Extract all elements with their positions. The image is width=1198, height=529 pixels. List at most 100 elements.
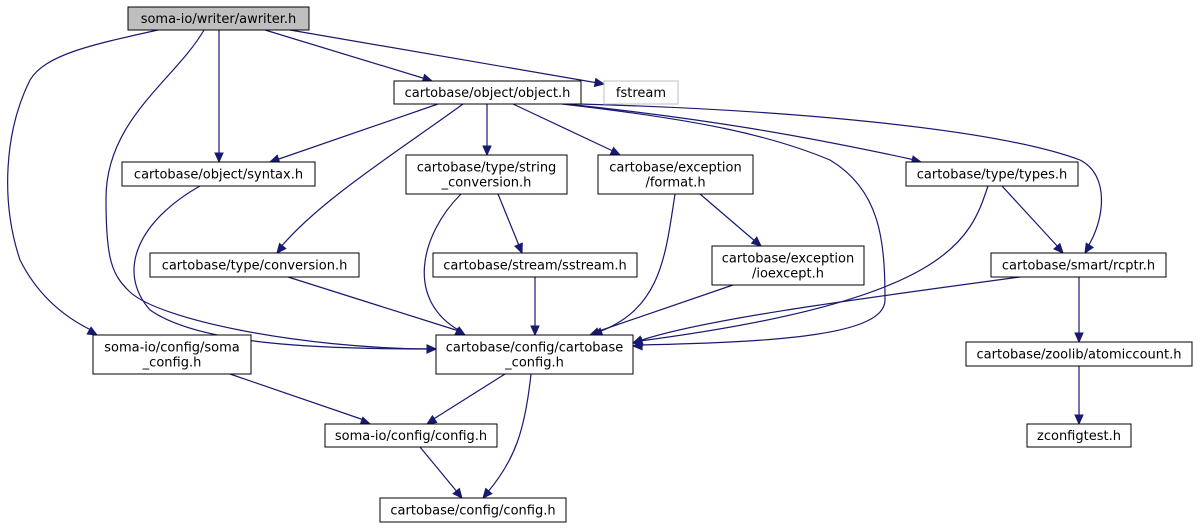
arrowhead [750,236,762,247]
edge-object-to-conversion [276,103,464,254]
graph-edges [7,29,1103,499]
node-box [432,252,638,278]
node-somaio-config[interactable]: soma-io/config/config.h [324,423,498,448]
node-box [965,341,1193,367]
node-syntax[interactable]: cartobase/object/syntax.h [121,161,316,187]
node-label: _conversion.h [441,176,532,191]
edge-line [105,29,431,350]
edge-rcptr-to-cb_config [631,276,1021,345]
edge-line [1001,185,1060,249]
edge-line [512,103,616,153]
edge-line [229,373,365,421]
node-box [379,497,567,523]
node-label: cartobase/smart/rcptr.h [1002,259,1155,274]
node-label: cartobase/config/config.h [390,504,555,519]
edge-string_conv-to-sstream [497,193,523,255]
node-box [393,80,582,105]
edge-line [264,29,427,80]
node-box [92,334,252,375]
node-awriter[interactable]: soma-io/writer/awriter.h [127,6,310,31]
node-label: cartobase/exception [609,161,741,176]
node-format[interactable]: cartobase/exception/format.h [597,154,754,195]
node-zconfigtest[interactable]: zconfigtest.h [1026,423,1132,448]
node-label: _config.h [504,356,564,371]
arrowhead [425,414,438,425]
node-label: cartobase/object/syntax.h [134,168,303,183]
node-label: /ioexcept.h [752,267,824,282]
node-atomiccount[interactable]: cartobase/zoolib/atomiccount.h [965,341,1193,367]
node-label: fstream [616,86,666,101]
node-sstream[interactable]: cartobase/stream/sstream.h [432,252,638,278]
arrowhead [276,242,287,254]
edge-line [497,193,521,249]
node-ioexcept[interactable]: cartobase/exception/ioexcept.h [711,245,865,286]
node-box [121,161,316,187]
arrowhead [1084,242,1095,255]
edge-rcptr-to-atomiccount [1074,277,1084,344]
edge-line [133,185,431,350]
edge-ioexcept-to-cb_config [591,284,734,337]
edge-awriter-to-cb_config [105,29,438,354]
edge-cb_config-to-somaio_config [425,373,506,425]
node-label: soma-io/config/soma [104,341,240,356]
node-conversion[interactable]: cartobase/type/conversion.h [149,252,360,278]
arrowhead [1074,332,1084,344]
node-string-conv[interactable]: cartobase/type/string_conversion.h [405,154,568,195]
node-label: cartobase/type/string [417,161,557,176]
edge-syntax-to-cb_config [133,185,438,354]
node-label: _config.h [142,356,202,371]
edge-line [598,284,734,332]
node-box [711,245,865,286]
arrowhead [609,146,622,156]
edge-somaio_config-to-config [419,446,463,499]
node-label: cartobase/config/cartobase [446,341,624,356]
arrowhead [452,487,463,499]
node-label: /format.h [645,176,705,191]
node-object[interactable]: cartobase/object/object.h [393,80,582,105]
arrowhead [1053,242,1064,254]
node-label: cartobase/stream/sstream.h [443,259,627,274]
edge-object-to-cb_config [561,103,886,351]
node-fstream[interactable]: fstream [603,80,679,105]
node-box [405,154,568,195]
edge-line [638,276,1021,342]
edge-line [7,29,159,332]
edge-line [419,446,459,494]
node-box [597,154,754,195]
node-box [149,252,360,278]
arrowhead [482,487,493,499]
edge-line [699,193,757,243]
node-label: cartobase/zoolib/atomiccount.h [977,348,1182,363]
node-rcptr[interactable]: cartobase/smart/rcptr.h [990,252,1167,278]
edge-object-to-format [512,103,622,156]
arrowhead [482,145,492,157]
edge-line [275,103,439,161]
edge-line [287,276,460,332]
edge-object-to-rcptr [578,103,1103,255]
edge-sstream-to-cb_config [530,277,540,337]
node-box [603,80,679,105]
edge-line [561,103,886,346]
edge-awriter-to-fstream [289,29,606,88]
node-box [905,161,1079,187]
edge-line [486,373,532,494]
arrowhead [86,326,99,336]
node-types[interactable]: cartobase/type/types.h [905,161,1079,187]
node-label: zconfigtest.h [1037,429,1121,444]
arrowhead [214,152,224,164]
edge-line [565,103,916,161]
node-box [324,423,498,448]
edge-line [289,29,599,84]
edge-line [578,103,1103,249]
edge-atomiccount-to-zconfigtest [1074,366,1084,426]
node-config[interactable]: cartobase/config/config.h [379,497,567,523]
edge-line [595,193,676,334]
edge-line [423,193,462,332]
node-soma-config[interactable]: soma-io/config/soma_config.h [92,334,252,375]
arrowhead [631,335,644,345]
edge-soma_config-to-somaio_config [229,373,372,426]
node-label: cartobase/type/types.h [917,168,1067,183]
node-cb-config[interactable]: cartobase/config/cartobase_config.h [435,334,634,375]
edge-format-to-ioexcept [699,193,762,247]
edge-object-to-string_conv [482,104,492,157]
